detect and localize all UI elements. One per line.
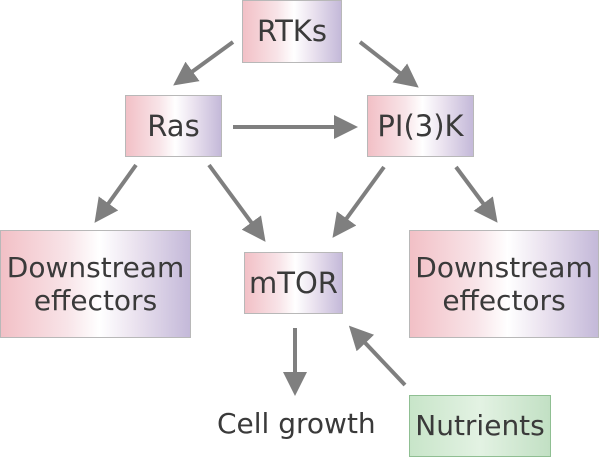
- arrow-rtks-to-ras: [173, 40, 235, 86]
- cell-growth-label: Cell growth: [217, 407, 376, 440]
- arrow-ras-to-mtor: [207, 163, 266, 242]
- arrow-ras-to-downstream-left: [94, 163, 138, 223]
- node-ras: Ras: [125, 95, 222, 157]
- node-mtor-label: mTOR: [249, 265, 338, 300]
- node-ras-label: Ras: [147, 108, 200, 143]
- node-rtks: RTKs: [242, 0, 342, 63]
- arrow-pi3k-to-downstream-right: [454, 165, 498, 223]
- downstream-right-line-1: Downstream: [415, 250, 593, 284]
- node-nutrients: Nutrients: [409, 395, 551, 457]
- node-rtks-label: RTKs: [257, 14, 327, 49]
- downstream-left-line-1: Downstream: [6, 250, 185, 284]
- node-nutrients-label: Nutrients: [415, 409, 545, 443]
- node-pi3k-label: PI(3)K: [377, 108, 464, 143]
- node-downstream-effectors-left: Downstream effectors: [0, 230, 191, 338]
- downstream-left-line-2: effectors: [33, 284, 158, 317]
- arrow-rtks-to-pi3k: [358, 40, 419, 88]
- arrow-pi3k-to-mtor: [332, 165, 386, 238]
- node-downstream-effectors-right: Downstream effectors: [409, 230, 599, 338]
- node-mtor: mTOR: [244, 252, 343, 314]
- arrow-nutrients-to-mtor: [348, 325, 407, 387]
- node-pi3k: PI(3)K: [367, 95, 474, 157]
- downstream-right-line-2: effectors: [442, 284, 566, 317]
